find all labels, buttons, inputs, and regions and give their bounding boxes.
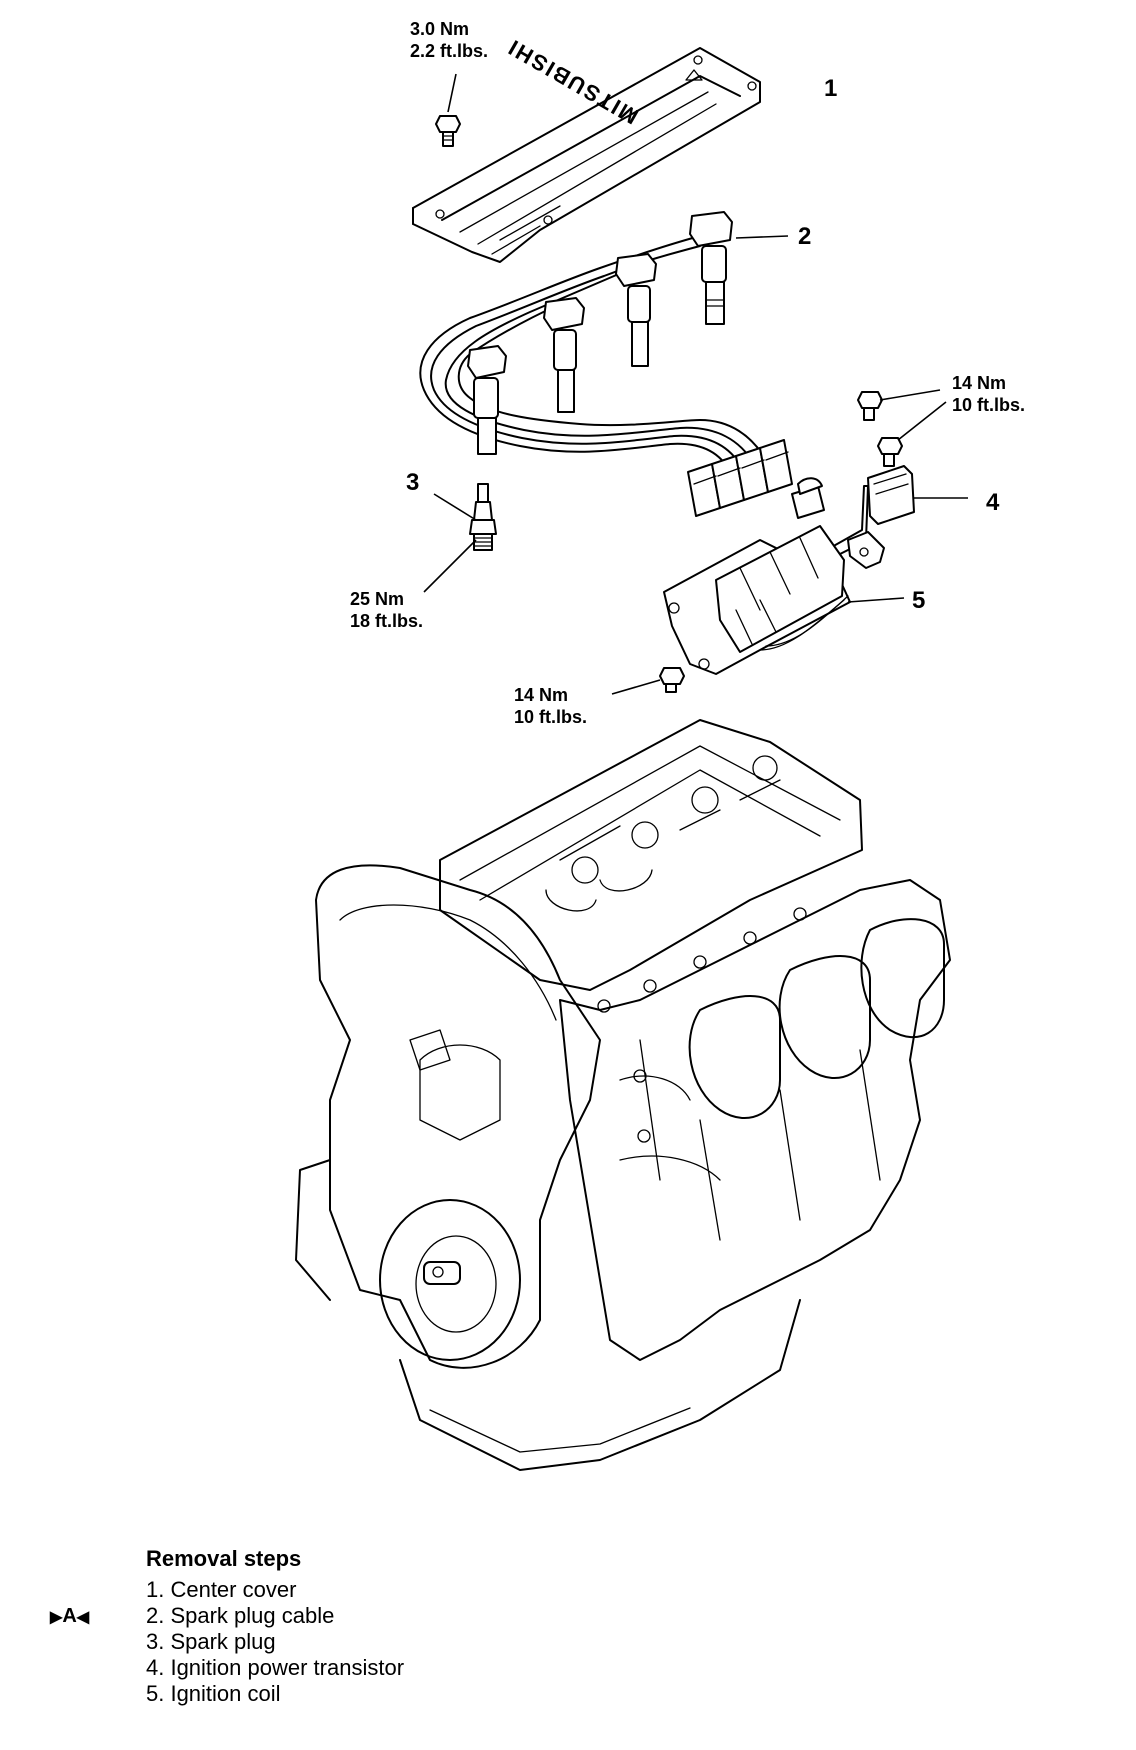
callout-1: 1 xyxy=(824,75,838,102)
torque-ftlbs: 10 ft.lbs. xyxy=(952,395,1026,415)
step-text: 3. Spark plug xyxy=(146,1629,276,1654)
callout-4: 4 xyxy=(986,489,1000,516)
torque-nm: 14 Nm xyxy=(514,685,569,705)
step-text: 4. Ignition power transistor xyxy=(146,1655,405,1680)
torque-nm: 25 Nm xyxy=(350,589,405,609)
torque-ftlbs: 10 ft.lbs. xyxy=(514,707,588,727)
spark-plug-cables xyxy=(419,211,793,517)
removal-steps: Removal steps 1. Center cover ▶A◀ 2. Spa… xyxy=(50,1545,404,1707)
step-text: 1. Center cover xyxy=(146,1577,297,1602)
torque-transistor-bolts: 14 Nm 10 ft.lbs. xyxy=(952,372,1025,416)
removal-step: 1. Center cover xyxy=(146,1577,404,1603)
removal-steps-title: Removal steps xyxy=(146,1546,302,1571)
ignition-power-transistor xyxy=(829,389,968,569)
torque-ftlbs: 2.2 ft.lbs. xyxy=(410,41,489,61)
removal-steps-list: 1. Center cover ▶A◀ 2. Spark plug cable … xyxy=(50,1577,404,1707)
torque-nm: 14 Nm xyxy=(952,373,1007,393)
engine-block xyxy=(295,719,951,1471)
marker-letter: A xyxy=(62,1605,77,1627)
spark-plug xyxy=(423,483,497,593)
removal-step: 5. Ignition coil xyxy=(146,1681,404,1707)
torque-ftlbs: 18 ft.lbs. xyxy=(350,611,424,631)
torque-nm: 3.0 Nm xyxy=(410,19,470,39)
torque-coil-bolt: 14 Nm 10 ft.lbs. xyxy=(514,684,587,728)
step-text: 5. Ignition coil xyxy=(146,1681,281,1706)
callout-5: 5 xyxy=(912,587,926,614)
removal-step: ▶A◀ 2. Spark plug cable xyxy=(50,1603,404,1629)
service-point-marker: ▶A◀ xyxy=(50,1603,89,1631)
step-text: 2. Spark plug cable xyxy=(146,1603,335,1628)
cover-bolt xyxy=(435,73,461,147)
callout-3: 3 xyxy=(406,469,420,496)
torque-cover-bolt: 3.0 Nm 2.2 ft.lbs. xyxy=(410,18,488,62)
marker-left-arrow-icon: ◀ xyxy=(76,1609,90,1626)
torque-spark-plug: 25 Nm 18 ft.lbs. xyxy=(350,588,423,632)
removal-step: 4. Ignition power transistor xyxy=(146,1655,404,1681)
ignition-coil xyxy=(611,477,905,695)
marker-right-arrow-icon: ▶ xyxy=(50,1609,63,1626)
brand-logo-text: MITSUBISHI xyxy=(503,34,643,129)
removal-step: 3. Spark plug xyxy=(146,1629,404,1655)
callout-2: 2 xyxy=(798,223,812,250)
